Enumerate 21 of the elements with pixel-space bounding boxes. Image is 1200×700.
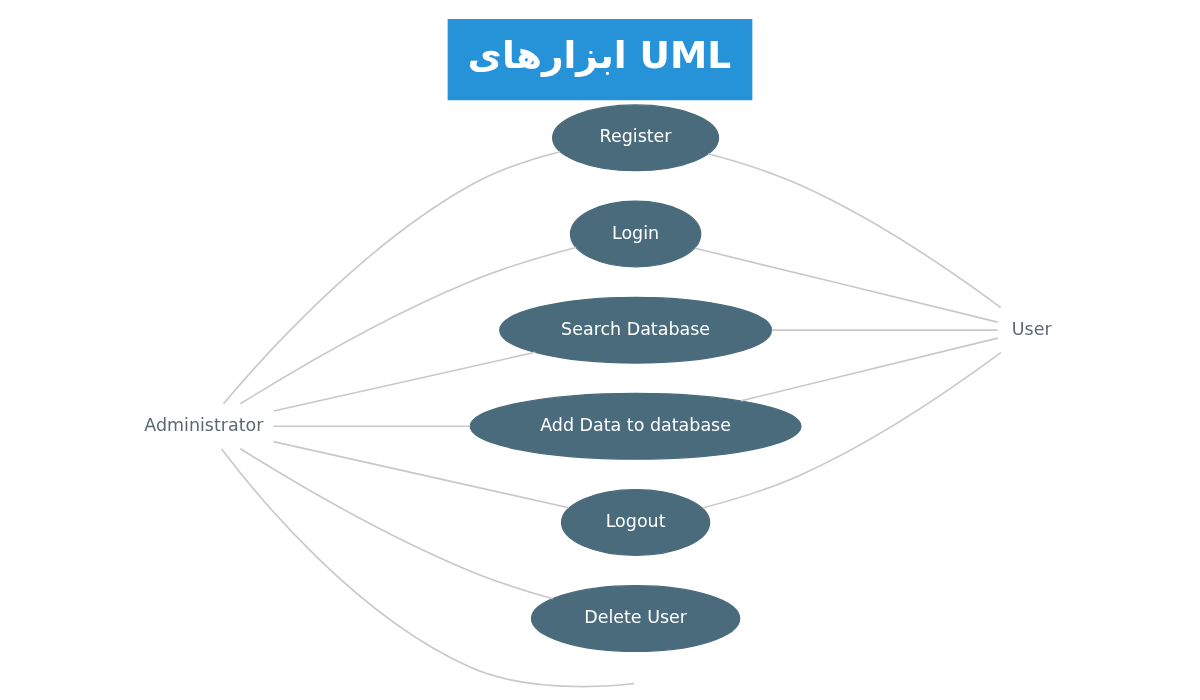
connector	[694, 246, 999, 323]
connector	[770, 328, 999, 331]
connector	[239, 246, 577, 405]
node-text: Administrator	[144, 414, 264, 435]
connector	[239, 447, 554, 600]
node-ellipse: Logout	[560, 488, 711, 556]
node-text: User	[1011, 318, 1052, 339]
connector	[701, 351, 1002, 509]
node-ellipse: Login	[569, 199, 702, 267]
node-ellipse: Register	[552, 103, 720, 171]
diagram-title: ابزارهای UML	[467, 32, 732, 77]
node-ellipse: Add Data to database	[469, 392, 802, 460]
node-ellipse: Delete User	[530, 584, 741, 652]
connector	[707, 152, 1002, 308]
connector	[222, 150, 561, 404]
connector	[739, 336, 999, 402]
connector	[220, 447, 636, 687]
connector	[272, 425, 471, 427]
node-ellipse: Search Database	[499, 296, 773, 364]
connector	[272, 440, 570, 509]
connector	[272, 351, 537, 412]
